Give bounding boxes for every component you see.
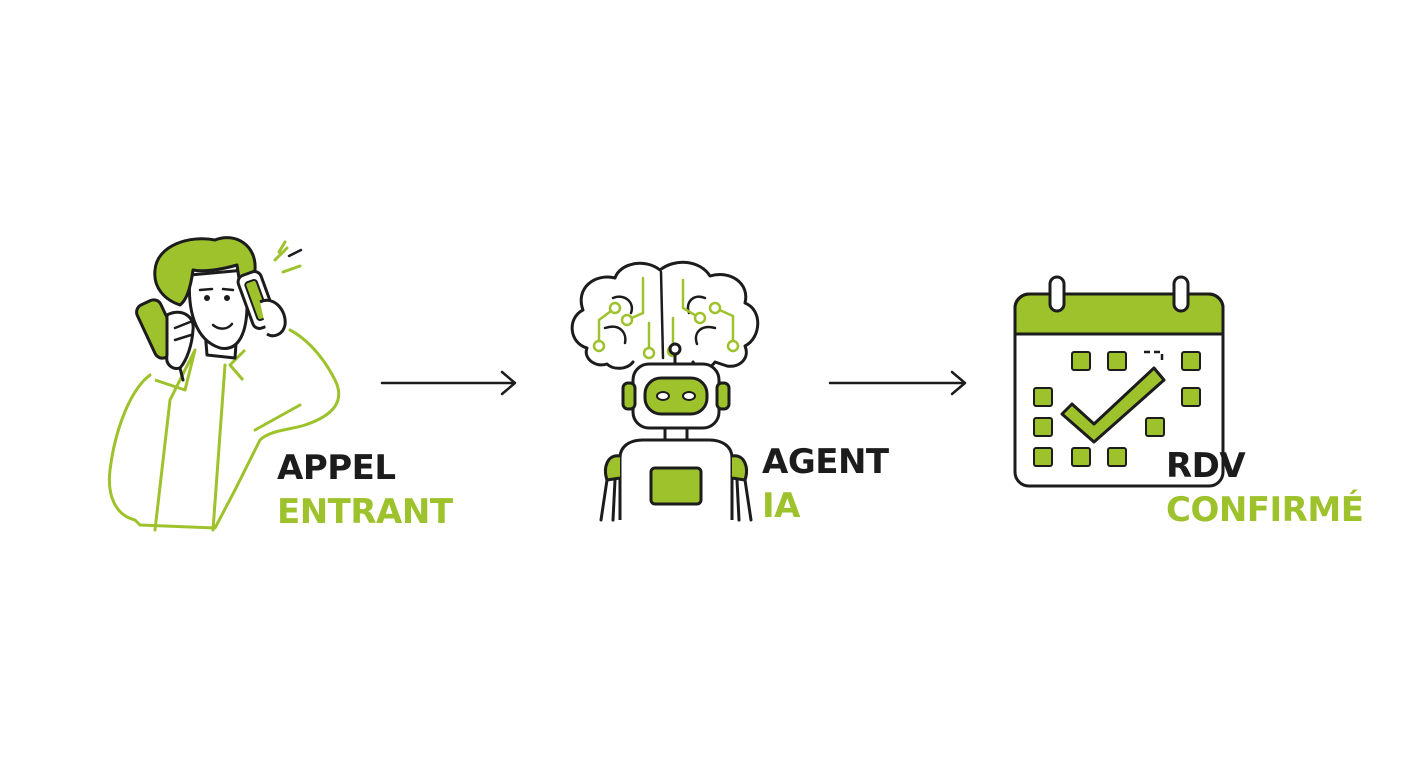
step-title-line1: RDV (1166, 446, 1246, 486)
step-label-appel-entrant: APPEL ENTRANT (277, 446, 453, 534)
arrow-right-icon (380, 370, 517, 396)
step-label-rdv-confirme: RDV CONFIRMÉ (1166, 444, 1364, 532)
arrow-right-icon (828, 370, 967, 396)
step-label-agent-ia: AGENT IA (762, 440, 889, 528)
step-title-line2: IA (762, 486, 800, 526)
step-title-line1: AGENT (762, 442, 889, 482)
robot-with-brain-icon (570, 260, 760, 522)
person-on-phone-icon (107, 236, 341, 532)
calendar-check-icon (1013, 275, 1225, 488)
step-title-line2: CONFIRMÉ (1166, 490, 1364, 530)
step-title-line1: APPEL (277, 448, 396, 488)
step-title-line2: ENTRANT (277, 492, 453, 532)
